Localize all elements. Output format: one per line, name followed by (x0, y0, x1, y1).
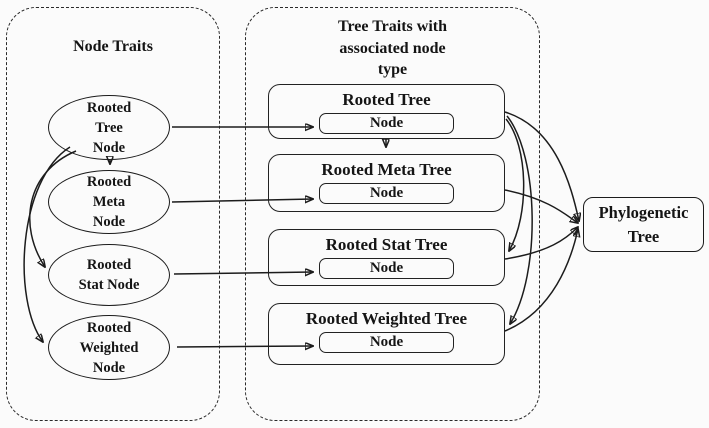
node-traits-panel-title: Node Traits (73, 38, 153, 55)
rooted-stat-tree-box-title: Rooted Stat Tree (325, 235, 448, 254)
rooted-tree-box: Rooted Tree Node (268, 84, 505, 139)
rooted-weighted-node-ellipse: Rooted Weighted Node (48, 315, 170, 380)
node-traits-panel: Node Traits (6, 7, 220, 421)
rooted-meta-tree-box-title: Rooted Meta Tree (321, 160, 452, 179)
phylogenetic-tree-box: Phylogenetic Tree (583, 197, 704, 252)
rooted-meta-tree-box: Rooted Meta Tree Node (268, 154, 505, 212)
rooted-stat-node-ellipse: Rooted Stat Node (48, 244, 170, 306)
rooted-tree-node-ellipse: Rooted Tree Node (48, 95, 170, 160)
rooted-meta-tree-node-pill: Node (319, 183, 454, 204)
rooted-weighted-tree-node-pill: Node (319, 332, 454, 353)
rooted-weighted-tree-box-title: Rooted Weighted Tree (305, 309, 468, 328)
rooted-weighted-tree-box: Rooted Weighted Tree Node (268, 303, 505, 365)
rooted-tree-box-title: Rooted Tree (342, 90, 431, 109)
tree-traits-panel-title: Tree Traits with associated node type (337, 18, 448, 79)
rooted-meta-node-ellipse: Rooted Meta Node (48, 170, 170, 234)
rooted-stat-tree-box: Rooted Stat Tree Node (268, 229, 505, 286)
rooted-tree-node-pill: Node (319, 113, 454, 134)
rooted-stat-tree-node-pill: Node (319, 258, 454, 279)
